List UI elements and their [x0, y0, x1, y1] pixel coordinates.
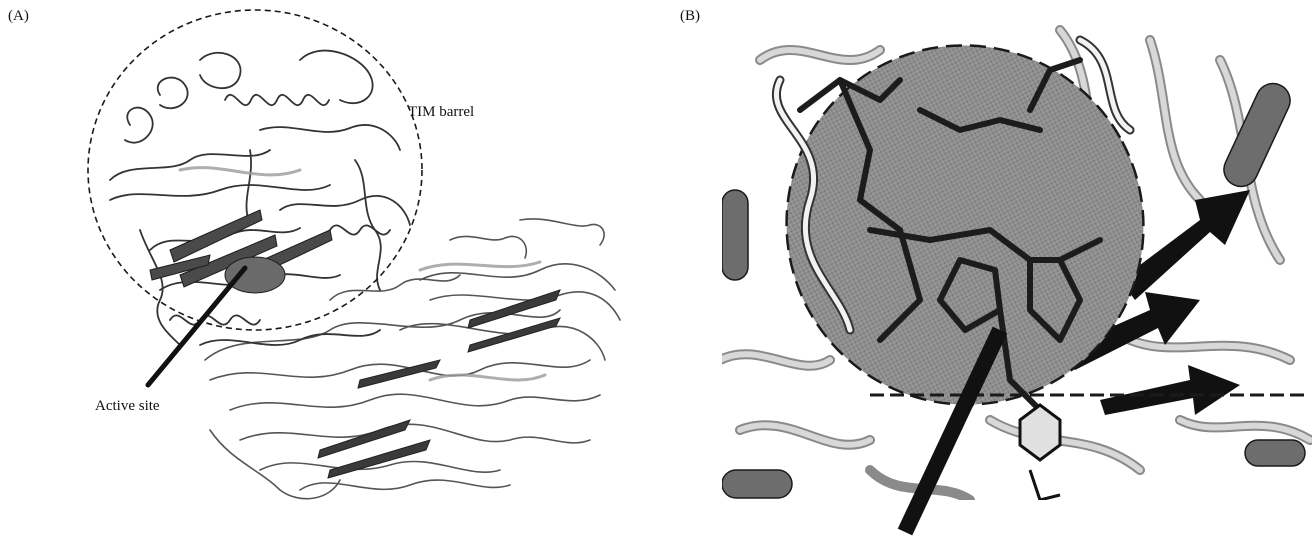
beta-sheets-lower: [318, 290, 560, 478]
panel-b-structure: [720, 0, 1310, 500]
panel-a-structure: [88, 10, 620, 499]
aromatic-ring: [1020, 405, 1060, 500]
tim-barrel-core: [150, 210, 332, 293]
tim-barrel-helices: [110, 51, 410, 345]
